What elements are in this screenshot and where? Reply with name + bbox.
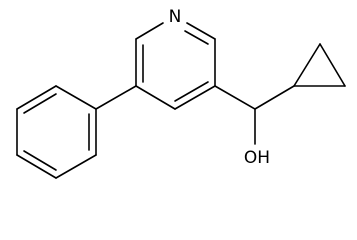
bond-n-c2 [135,22,164,40]
cyclopropyl-ring [293,43,346,87]
double-bond-ph4-ph5 [23,150,57,171]
nitrogen-atom-label: N [169,7,182,27]
bond-ph4-ph5 [16,154,57,179]
bond-ph1-ph2 [55,85,97,110]
bond-c4-c5 [174,85,216,110]
bond-ph5-ph6 [55,154,97,179]
bond-c3-c4 [135,85,176,110]
pyridine-ring [135,22,216,110]
hydroxyl-group-label: OH [244,148,270,168]
bond-pyridine-carbinol [214,85,256,110]
double-bond-c4-c5 [174,81,209,102]
bond-pyridine-phenyl [95,85,137,110]
structural-formula: N OH [16,7,346,179]
phenyl-ring [16,85,97,179]
bond-cp3-cp1 [293,43,321,87]
double-bond-c6-n [184,30,209,45]
bond-carbinol-cyclopropyl [254,85,295,110]
bond-ph2-ph3 [16,85,57,110]
bond-c6-n [186,22,216,40]
bond-cp2-cp3 [319,43,346,87]
double-bond-ph2-ph3 [23,93,57,114]
